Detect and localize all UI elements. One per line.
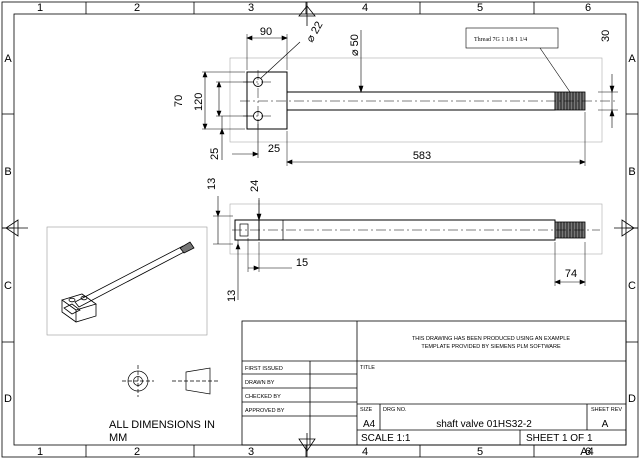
isometric-view xyxy=(46,226,208,336)
first-issued-label: FIRST ISSUED xyxy=(245,366,283,372)
dimension-line-24 xyxy=(256,198,262,221)
zone-col-6-bottom: 6 xyxy=(585,446,591,458)
zone-col-1-bottom: 1 xyxy=(37,446,43,458)
sheet-rev-value: A xyxy=(602,419,609,430)
dimension-diameter-22: ⌀ 22 xyxy=(304,20,325,45)
scale-value: SCALE 1:1 xyxy=(361,433,411,444)
thread-leader xyxy=(539,47,571,93)
zone-col-5-bottom: 5 xyxy=(477,446,483,458)
top-view: 90 ⌀ 22 ⌀ 50 30 Thread 7G 1 1/8 1 1/4 12… xyxy=(173,20,618,166)
dimension-line-25-horizontal xyxy=(232,121,259,158)
dimension-13-top: 13 xyxy=(206,178,218,190)
all-dimensions-note-line2: MM xyxy=(109,432,127,444)
approved-by-label: APPROVED BY xyxy=(245,408,285,414)
side-view-frame xyxy=(229,203,603,255)
zone-col-3-top: 3 xyxy=(248,2,254,14)
paper-size: A4 xyxy=(580,446,593,458)
thread-note-box xyxy=(465,27,559,49)
centering-mark-left xyxy=(2,219,28,237)
zone-row-c-right: C xyxy=(628,280,636,292)
zone-row-d-right: D xyxy=(628,393,636,405)
template-notice-line2: TEMPLATE PROVIDED BY SIEMENS PLM SOFTWAR… xyxy=(421,344,561,350)
dimension-90: 90 xyxy=(260,26,272,38)
zone-col-4-bottom: 4 xyxy=(362,446,368,458)
drg-no-label: DRG NO. xyxy=(383,407,407,413)
dimension-line-diameter-50 xyxy=(358,30,364,93)
centering-mark-right xyxy=(614,219,638,237)
dimension-line-70 xyxy=(216,81,222,117)
isometric-part xyxy=(61,241,195,323)
zone-row-a-right: A xyxy=(628,53,636,65)
thread-note: Thread 7G 1 1/8 1 1/4 xyxy=(474,37,527,43)
size-value: A4 xyxy=(363,419,376,430)
dimension-74: 74 xyxy=(565,268,577,280)
centering-mark-top xyxy=(298,2,316,26)
isometric-view-frame xyxy=(46,226,208,336)
dimension-70: 70 xyxy=(173,95,185,107)
title-block xyxy=(241,320,627,446)
dimension-15: 15 xyxy=(296,257,308,269)
top-view-frame xyxy=(229,57,603,143)
dimension-24: 24 xyxy=(249,180,261,192)
side-view: 13 24 15 13 74 xyxy=(206,178,603,302)
dimension-line-30 xyxy=(609,74,615,128)
dimension-line-25-vertical xyxy=(219,116,225,160)
dimension-120: 120 xyxy=(193,93,205,111)
dimension-line-15 xyxy=(248,265,292,271)
zone-row-c-left: C xyxy=(4,280,12,292)
checked-by-label: CHECKED BY xyxy=(245,394,281,400)
zone-row-d-left: D xyxy=(4,393,12,405)
dimension-13-bottom: 13 xyxy=(226,290,238,302)
zone-col-2-top: 2 xyxy=(134,2,140,14)
dimension-line-74 xyxy=(554,279,586,285)
sheet-rev-label: SHEET REV xyxy=(591,407,622,413)
dimension-25-horizontal: 25 xyxy=(268,143,280,155)
projection-symbol xyxy=(122,365,220,397)
title-label: TITLE xyxy=(360,365,375,371)
head-block xyxy=(246,71,288,130)
zone-col-5-top: 5 xyxy=(477,2,483,14)
dimension-line-13-top xyxy=(215,196,221,244)
drawing-number: shaft valve 01HS32-2 xyxy=(436,419,532,430)
extension-lines-top xyxy=(202,34,618,166)
template-notice-line1: THIS DRAWING HAS BEEN PRODUCED USING AN … xyxy=(412,336,570,342)
dimension-line-13-bottom xyxy=(235,240,241,300)
dimension-25-vertical: 25 xyxy=(209,148,221,160)
extension-lines-side xyxy=(213,200,586,286)
zone-row-b-left: B xyxy=(4,166,11,178)
size-label: SIZE xyxy=(360,407,373,413)
dimension-diameter-50: ⌀ 50 xyxy=(349,34,361,56)
all-dimensions-note-line1: ALL DIMENSIONS IN xyxy=(109,419,215,431)
sheet-count: SHEET 1 OF 1 xyxy=(526,433,593,444)
drawn-by-label: DRAWN BY xyxy=(245,380,275,386)
leader-diameter-22 xyxy=(260,41,301,79)
zone-col-1-top: 1 xyxy=(37,2,43,14)
zone-row-a-left: A xyxy=(4,53,12,65)
zone-col-2-bottom: 2 xyxy=(134,446,140,458)
dimension-line-90 xyxy=(246,35,288,41)
zone-col-6-top: 6 xyxy=(585,2,591,14)
dimension-583: 583 xyxy=(413,150,431,162)
zone-row-b-right: B xyxy=(628,166,635,178)
dimension-30: 30 xyxy=(600,30,612,42)
zone-col-3-bottom: 3 xyxy=(248,446,254,458)
dimension-line-583 xyxy=(286,159,586,165)
zone-col-4-top: 4 xyxy=(362,2,368,14)
dimension-line-120 xyxy=(202,71,208,130)
